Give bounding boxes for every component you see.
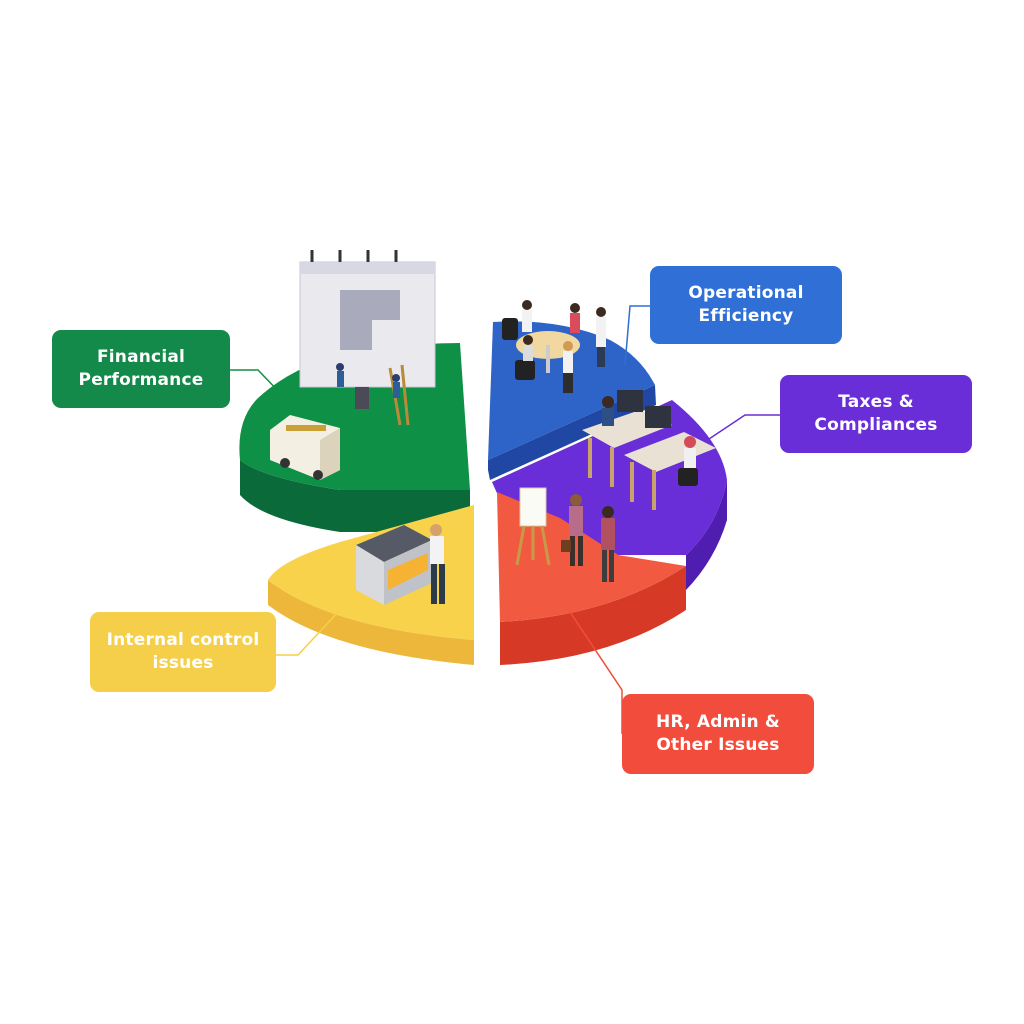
connector-internal — [276, 609, 341, 656]
segment-taxes-side — [686, 480, 727, 590]
segment-hr-side — [500, 566, 686, 665]
billboard-van-icon — [270, 250, 436, 480]
label-taxes-line2: Compliances — [814, 415, 938, 435]
connector-taxes — [699, 414, 780, 446]
office-desks-icon — [582, 390, 716, 510]
handshake-easel-icon — [515, 487, 615, 582]
segment-internal-side — [268, 580, 474, 665]
meeting-table-icon — [502, 300, 606, 393]
connector-operational — [624, 305, 650, 366]
label-operational-efficiency: Operational Efficiency — [650, 266, 842, 344]
label-hr-line1: HR, Admin & — [656, 712, 780, 732]
label-financial-performance: Financial Performance — [52, 330, 230, 408]
label-taxes-compliances: Taxes & Compliances — [780, 375, 972, 453]
printer-worker-icon — [356, 524, 445, 605]
label-financial-line1: Financial — [96, 347, 186, 367]
label-hr-admin: HR, Admin & Other Issues — [622, 694, 814, 774]
label-operational-line2: Efficiency — [698, 306, 794, 326]
segment-financial-side — [240, 460, 470, 532]
label-hr-line2: Other Issues — [656, 735, 780, 755]
connector-financial — [230, 369, 283, 396]
label-operational-line1: Operational — [688, 283, 804, 303]
label-internal-control: Internal control issues — [90, 612, 276, 692]
label-internal-line1: Internal control — [106, 630, 260, 650]
label-financial-line2: Performance — [78, 370, 204, 390]
label-internal-line2: issues — [152, 653, 214, 673]
label-taxes-line1: Taxes & — [838, 392, 914, 412]
